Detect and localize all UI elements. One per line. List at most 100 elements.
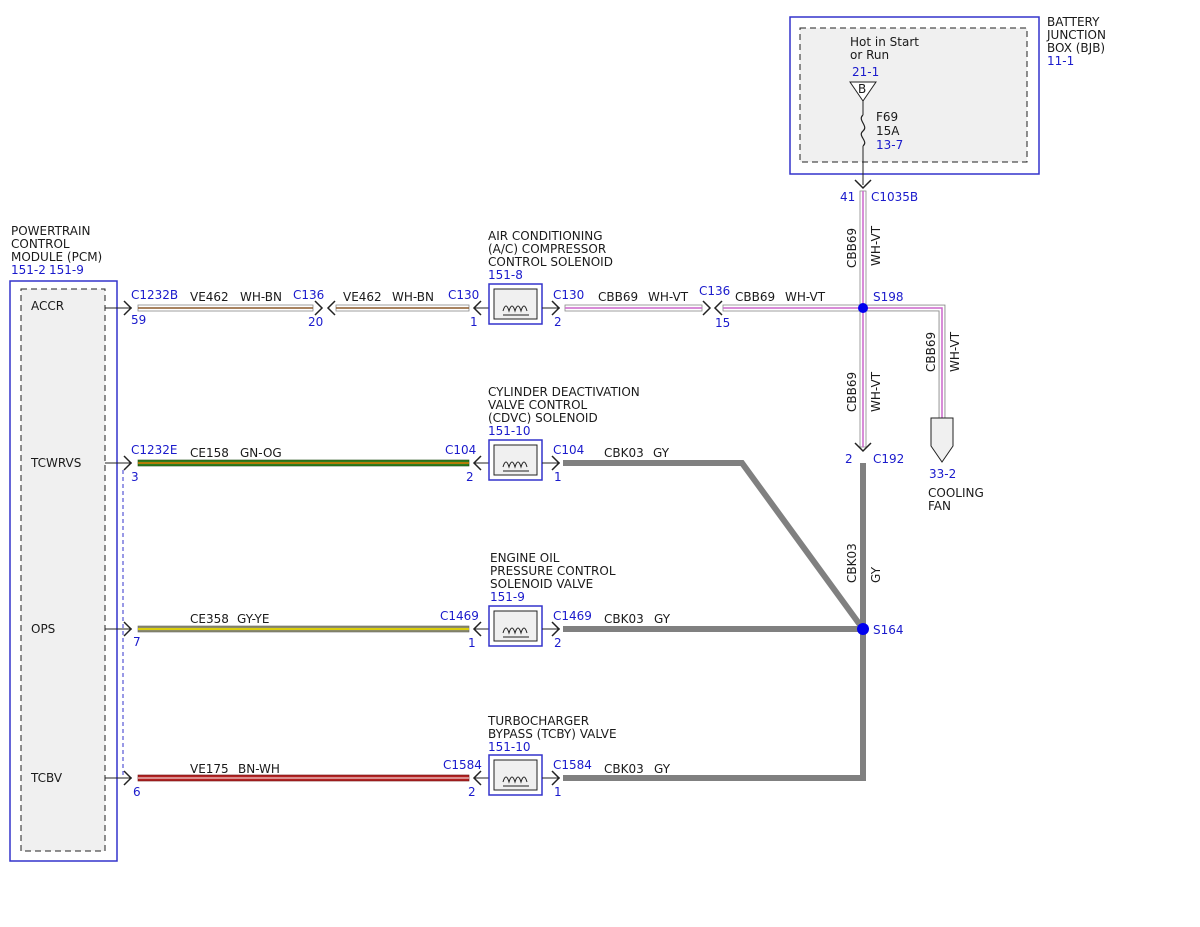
coil-icon <box>502 461 528 469</box>
tcby-valve-connector-left: C1584 <box>443 758 482 772</box>
coil-icon <box>502 627 528 635</box>
wire-ac-out-c136 <box>564 304 703 312</box>
pcm-pin-label-tcwrvs: TCWRVS <box>30 456 81 470</box>
bjb-bus-letter: B <box>858 82 866 96</box>
pcm-pin-6: 6 <box>133 785 141 799</box>
ac-solenoid-pin-left: 1 <box>470 315 478 329</box>
coil-icon <box>502 776 528 784</box>
wire-tcbv-color: BN-WH <box>238 762 280 776</box>
pcm-pin-label-ops: OPS <box>31 622 55 636</box>
wire-fan-feed-circuit: CBB69 <box>924 332 938 372</box>
pcm-pin-7: 7 <box>133 635 141 649</box>
wire-accr-circuit-left: VE462 <box>190 290 229 304</box>
bjb-ref: 11-1 <box>1047 54 1074 68</box>
wire-cdvc-out-circuit: CBK03 <box>604 446 644 460</box>
bjb-title-line2: JUNCTION <box>1046 28 1106 42</box>
wire-tcbv-circuit: VE175 <box>190 762 229 776</box>
pcm-ref-1: 151-2 <box>11 263 46 277</box>
cooling-fan-connector <box>930 417 954 463</box>
fuse-rating: 15A <box>876 124 900 138</box>
wire-c192-down-color: GY <box>869 566 883 583</box>
tcby-valve-ref: 151-10 <box>488 740 531 754</box>
ac-solenoid-title-1: AIR CONDITIONING <box>488 229 603 243</box>
wire-ops-color: GY-YE <box>237 612 269 626</box>
wire-eop-out-circuit: CBK03 <box>604 612 644 626</box>
cdvc-solenoid-connector-right: C104 <box>553 443 584 457</box>
bjb-title-line1: BATTERY <box>1047 15 1100 29</box>
splice-s164-label: S164 <box>873 623 904 637</box>
cdvc-solenoid-ref: 151-10 <box>488 424 531 438</box>
wire-tcby-out-circuit: CBK03 <box>604 762 644 776</box>
wire-ops-circuit: CE358 <box>190 612 229 626</box>
tcby-valve-title-2: BYPASS (TCBY) VALVE <box>488 727 617 741</box>
c136-label-accr: C136 <box>293 288 324 302</box>
wire-tcwrvs <box>137 459 470 467</box>
wire-c136-s198 <box>722 304 864 312</box>
pcm-title-line3: MODULE (PCM) <box>11 250 102 264</box>
tcby-valve-connector-right: C1584 <box>553 758 592 772</box>
eop-solenoid-ref: 151-9 <box>490 590 525 604</box>
cdvc-solenoid-title-3: (CDVC) SOLENOID <box>488 411 598 425</box>
pcm-ref-2: 151-9 <box>49 263 84 277</box>
wire-ops <box>137 625 470 633</box>
ac-solenoid-title-3: CONTROL SOLENOID <box>488 255 613 269</box>
c136-inline-connector-ac <box>702 300 723 316</box>
c192-pin: 2 <box>845 452 853 466</box>
coil-icon <box>502 305 528 313</box>
wire-bjb-down-color: WH-VT <box>869 225 883 266</box>
eop-solenoid-pin-right: 2 <box>554 636 562 650</box>
pcm-pin-label-accr: ACCR <box>31 299 64 313</box>
c136-pin-20: 20 <box>308 315 323 329</box>
bjb-pin: 41 <box>840 190 855 204</box>
c136-label-ac: C136 <box>699 284 730 298</box>
engine-oil-pressure-solenoid <box>472 605 561 647</box>
splice-s198-dot <box>858 303 868 313</box>
battery-junction-box: Hot in Start or Run 21-1 B F69 15A 13-7 <box>789 16 1040 190</box>
eop-solenoid-connector-right: C1469 <box>553 609 592 623</box>
wire-tcwrvs-color: GN-OG <box>240 446 282 460</box>
ac-solenoid-pin-right: 2 <box>554 315 562 329</box>
c136-pin-15: 15 <box>715 316 730 330</box>
eop-solenoid-title-2: PRESSURE CONTROL <box>490 564 616 578</box>
power-bus-triangle <box>849 81 877 102</box>
wire-bjb-s198 <box>859 190 867 309</box>
wire-tcby-out-color: GY <box>654 762 671 776</box>
c136-inline-connector-accr <box>314 300 336 316</box>
wire-fan-feed-color: WH-VT <box>948 331 962 372</box>
bjb-title-line3: BOX (BJB) <box>1047 41 1105 55</box>
pcm-pin-3: 3 <box>131 470 139 484</box>
pcm-title-line2: CONTROL <box>11 237 70 251</box>
fuse-name: F69 <box>876 110 898 124</box>
eop-solenoid-title-3: SOLENOID VALVE <box>490 577 593 591</box>
wire-ac-out-circuit: CBB69 <box>598 290 638 304</box>
pcm-pin-label-tcbv: TCBV <box>30 771 63 785</box>
wire-cdvc-out-color: GY <box>653 446 670 460</box>
cdvc-solenoid <box>472 439 561 481</box>
wire-ac-out-color: WH-VT <box>648 290 689 304</box>
wire-bjb-down-circuit: CBB69 <box>845 228 859 268</box>
wire-eop-out-color: GY <box>654 612 671 626</box>
wire-s198-c192 <box>854 307 872 453</box>
cdvc-solenoid-pin-left: 2 <box>466 470 474 484</box>
fuse-ref: 13-7 <box>876 138 903 152</box>
wire-c136-out-color: WH-VT <box>785 290 826 304</box>
cooling-fan-title-1: COOLING <box>928 486 984 500</box>
ac-solenoid-connector-left: C130 <box>448 288 479 302</box>
eop-solenoid-connector-left: C1469 <box>440 609 479 623</box>
wire-tcwrvs-circuit: CE158 <box>190 446 229 460</box>
tcby-valve-title-1: TURBOCHARGER <box>487 714 589 728</box>
bjb-bus-ref: 21-1 <box>852 65 879 79</box>
wire-s198-down-circuit: CBB69 <box>845 372 859 412</box>
ac-solenoid-title-2: (A/C) COMPRESSOR <box>488 242 606 256</box>
pcm-module <box>9 280 118 862</box>
ac-solenoid-connector-right: C130 <box>553 288 584 302</box>
pcm-pin-59: 59 <box>131 313 146 327</box>
wire-accr-c136-c130 <box>335 304 470 312</box>
wire-c192-down-circuit: CBK03 <box>845 543 859 583</box>
splice-s164-dot <box>857 623 869 635</box>
wire-gy-network <box>563 460 866 781</box>
cdvc-solenoid-connector-left: C104 <box>445 443 476 457</box>
ac-compressor-solenoid <box>472 283 561 325</box>
pcm-connector-c1232b: C1232B <box>131 288 178 302</box>
